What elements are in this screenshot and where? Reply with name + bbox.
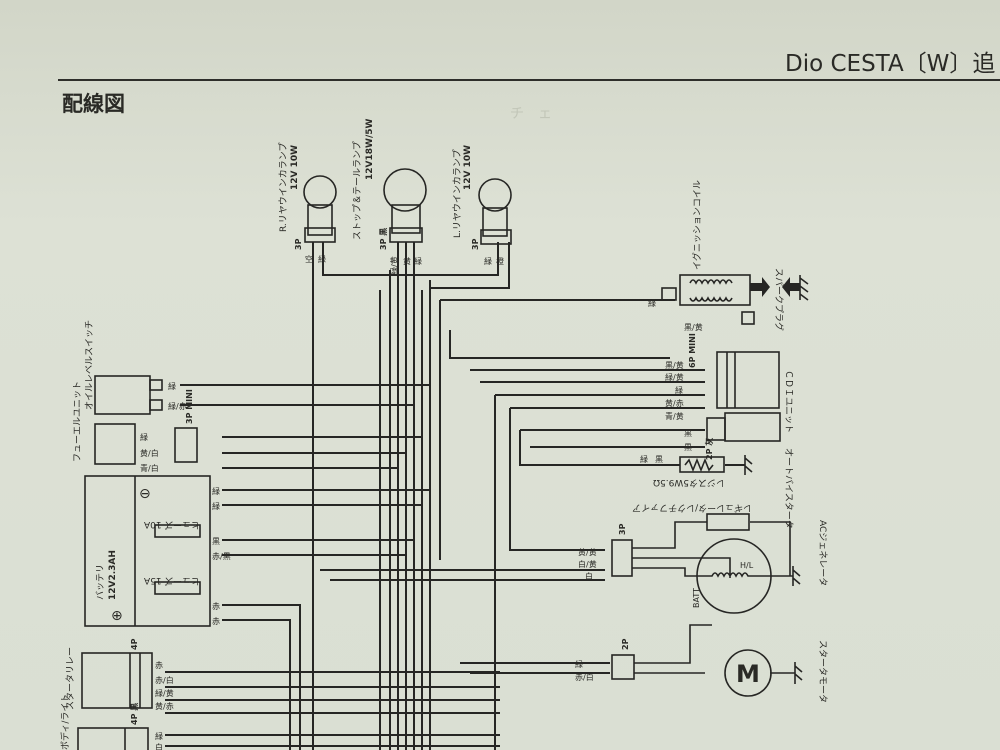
diagram-label: 空 (305, 254, 313, 264)
diagram-label: 緑 (575, 659, 583, 669)
page-title: Dio CESTA〔W〕追 (785, 51, 996, 77)
diagram-label: 赤/白 (155, 675, 174, 685)
diagram-label: 赤/白 (575, 672, 594, 682)
diagram-label: 2P 灰 (704, 438, 714, 460)
diagram-label: ⊕ (111, 608, 123, 624)
diagram-label: スタータリレー (65, 647, 76, 710)
diagram-label: 3P (471, 238, 480, 250)
diagram-label: 白 (155, 742, 163, 750)
diagram-label: オートバイスタータ (783, 448, 794, 529)
header-rule (58, 79, 1000, 81)
diagram-label: 青/黄 (665, 411, 684, 421)
diagram-label: 緑 (140, 432, 148, 442)
diagram-label: R.リヤウインカランプ (278, 142, 289, 232)
diagram-label: 黒 (684, 429, 692, 438)
diagram-label: レジスタ5W9.5Ω (653, 477, 725, 488)
diagram-label: L.リヤウインカランプ (452, 149, 463, 238)
diagram-label: 緑 (414, 256, 422, 266)
battery: ⊖ ⊕ ヒューズ 10A ヒューズ 15A バッテリ 12V2.3AH 緑 緑 … (84, 475, 231, 627)
diagram-label: 黒 (655, 455, 663, 464)
diagram-label: H/L (740, 561, 754, 570)
diagram-label: ＣＤＩユニット (783, 370, 793, 433)
spark-plug: スパークプラグ (773, 268, 809, 331)
diagram-label: 12V18W/5W (365, 119, 375, 180)
diagram-label: 緑 (168, 381, 176, 391)
diagram-label: 黒/黄 (684, 322, 703, 332)
diagram-label: 赤 (212, 617, 220, 626)
diagram-label: 緑/黄 (665, 372, 684, 382)
diagram-label: バッテリ (95, 564, 106, 600)
diagram-label: 3P (294, 238, 303, 250)
diagram-label: ストップ＆テールランプ (352, 141, 363, 240)
diagram-label: ヒューズ 10A (143, 519, 200, 531)
diagram-label: 2P (621, 638, 630, 650)
diagram-label: 黒 (684, 443, 692, 452)
diagram-label: 赤 (212, 602, 220, 611)
diagram-label: 橙 (496, 256, 504, 266)
oil-level-switch: オイルレベルスイッチ 緑 緑/赤 (84, 320, 187, 415)
lower-unit: 4P 黒 ボディ/ライト 緑 白 (59, 694, 500, 750)
faint-marks: チ ェ (510, 106, 552, 122)
diagram-label: 12V2.3AH (108, 550, 118, 600)
diagram-label: 緑/赤 (168, 401, 187, 411)
diagram-label: 黒/黄 (665, 360, 684, 370)
diagram-label: 6P MINI (688, 333, 697, 368)
diagram-label: 緑/黄 (389, 256, 399, 275)
diagram-label: 緑 (675, 385, 683, 395)
diagram-label: 白 (585, 571, 593, 581)
diagram-label: ⊖ (139, 486, 151, 502)
diagram-label: イグニッションコイル (691, 180, 703, 270)
diagram-label: 緑 (155, 731, 163, 741)
auto-bystarter: 2P 灰 オートバイスタータ 黒 黒 (684, 412, 794, 529)
cdi-unit: 6P MINI ＣＤＩユニット 黒/黄 緑/黄 緑 黄/赤 青/黄 (665, 333, 793, 433)
diagram-label: レギュレータ/レクチファイア (632, 502, 752, 513)
section-title: 配線図 (62, 92, 125, 116)
diagram-label: 12V 10W (463, 145, 473, 190)
resistor: 緑黒 レジスタ5W9.5Ω (575, 454, 753, 488)
diagram-label: M (736, 660, 760, 688)
diagram-label: 緑 (648, 298, 656, 308)
diagram-label: 12V 10W (290, 145, 300, 190)
r-winker-lamp: R.リヤウインカランプ 12V 10W 3P 空緑 (278, 142, 337, 264)
starter-relay: 4P スタータリレー 赤 赤/白 緑/黄 黄/赤 (65, 638, 174, 711)
diagram-label: 緑 (640, 454, 648, 464)
diagram-label: 緑 (212, 486, 220, 496)
diagram-label: 黄/白 (140, 448, 159, 458)
diagram-label: 黄/黄 (578, 547, 597, 557)
diagram-label: 赤 (155, 661, 163, 670)
starter-motor: 2P 緑 赤/白 M スタータモータ (575, 624, 828, 703)
fuel-unit: フューエルユニット 3P MINI 緑 黄/白 青/白 (73, 381, 198, 473)
diagram-label: オイルレベルスイッチ (84, 320, 95, 410)
diagram-label: 緑 (484, 256, 492, 266)
ignition-coil: イグニッションコイル 緑 黒/黄 (648, 180, 770, 332)
diagram-label: 緑/黄 (155, 688, 174, 698)
diagram-label: 赤/黒 (212, 552, 231, 561)
diagram-label: スタータモータ (817, 640, 828, 703)
diagram-label: 4P (130, 638, 139, 650)
diagram-label: ボディ/ライト (59, 694, 71, 750)
wire-harness (165, 242, 705, 750)
diagram-label: 4P 黒 (129, 703, 139, 725)
diagram-label: 青/白 (140, 463, 159, 473)
diagram-label: 黄/赤 (665, 398, 684, 408)
diagram-label: フューエルユニット (73, 381, 83, 462)
diagram-label: 3P 黒 (378, 228, 388, 250)
ac-generator: 3P 黄/黄 白/黄 白 レギュレータ/レクチファイア H/L BATT ACジ… (578, 502, 828, 614)
diagram-label: 黄/赤 (155, 701, 174, 711)
diagram-label: ACジェネレータ (817, 520, 828, 586)
diagram-label: 3P MINI (185, 389, 194, 424)
diagram-label: ヒューズ 15A (143, 575, 200, 587)
diagram-label: 3P (618, 523, 627, 535)
diagram-label: 緑 (212, 501, 220, 511)
diagram-label: 黒 (212, 537, 220, 546)
diagram-label: スパークプラグ (773, 268, 785, 331)
diagram-label: BATT (692, 588, 701, 608)
diagram-label: 白/黄 (578, 559, 597, 569)
l-winker-lamp: L.リヤウインカランプ 12V 10W 3P 緑橙 (452, 145, 512, 266)
